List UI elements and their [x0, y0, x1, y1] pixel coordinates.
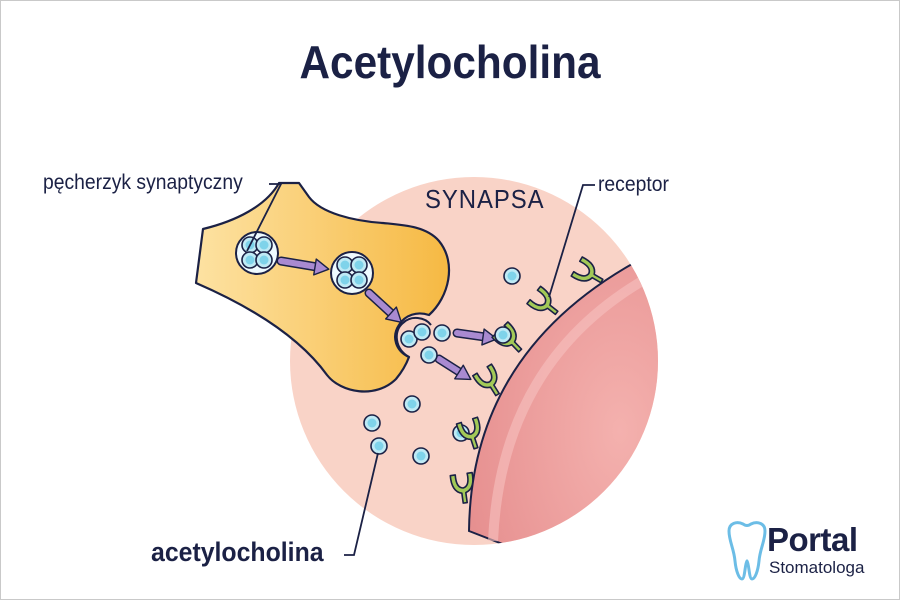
diffusion-arrow	[434, 354, 476, 387]
diffusion-arrow	[452, 328, 499, 348]
acetylcholine-label: acetylocholina	[151, 537, 324, 567]
synaptic-vesicle	[330, 251, 374, 295]
logo-name: Portal	[767, 521, 858, 558]
vesicle-pointer	[246, 183, 283, 252]
synaptic-vesicle	[235, 231, 279, 275]
vesicle-label: pęcherzyk synaptyczny	[43, 171, 243, 194]
receptor-label: receptor	[598, 173, 669, 196]
tooth-icon	[727, 521, 767, 581]
receptor-pointer	[548, 184, 595, 298]
portal-logo	[727, 521, 767, 581]
diagram-title: Acetylocholina	[299, 36, 601, 88]
release-arrow	[276, 256, 331, 278]
acetylcholine-pointer	[344, 452, 379, 556]
release-arrow	[364, 288, 408, 330]
logo-subtitle: Stomatologa	[769, 558, 865, 577]
synapse-label: SYNAPSA	[425, 184, 545, 214]
